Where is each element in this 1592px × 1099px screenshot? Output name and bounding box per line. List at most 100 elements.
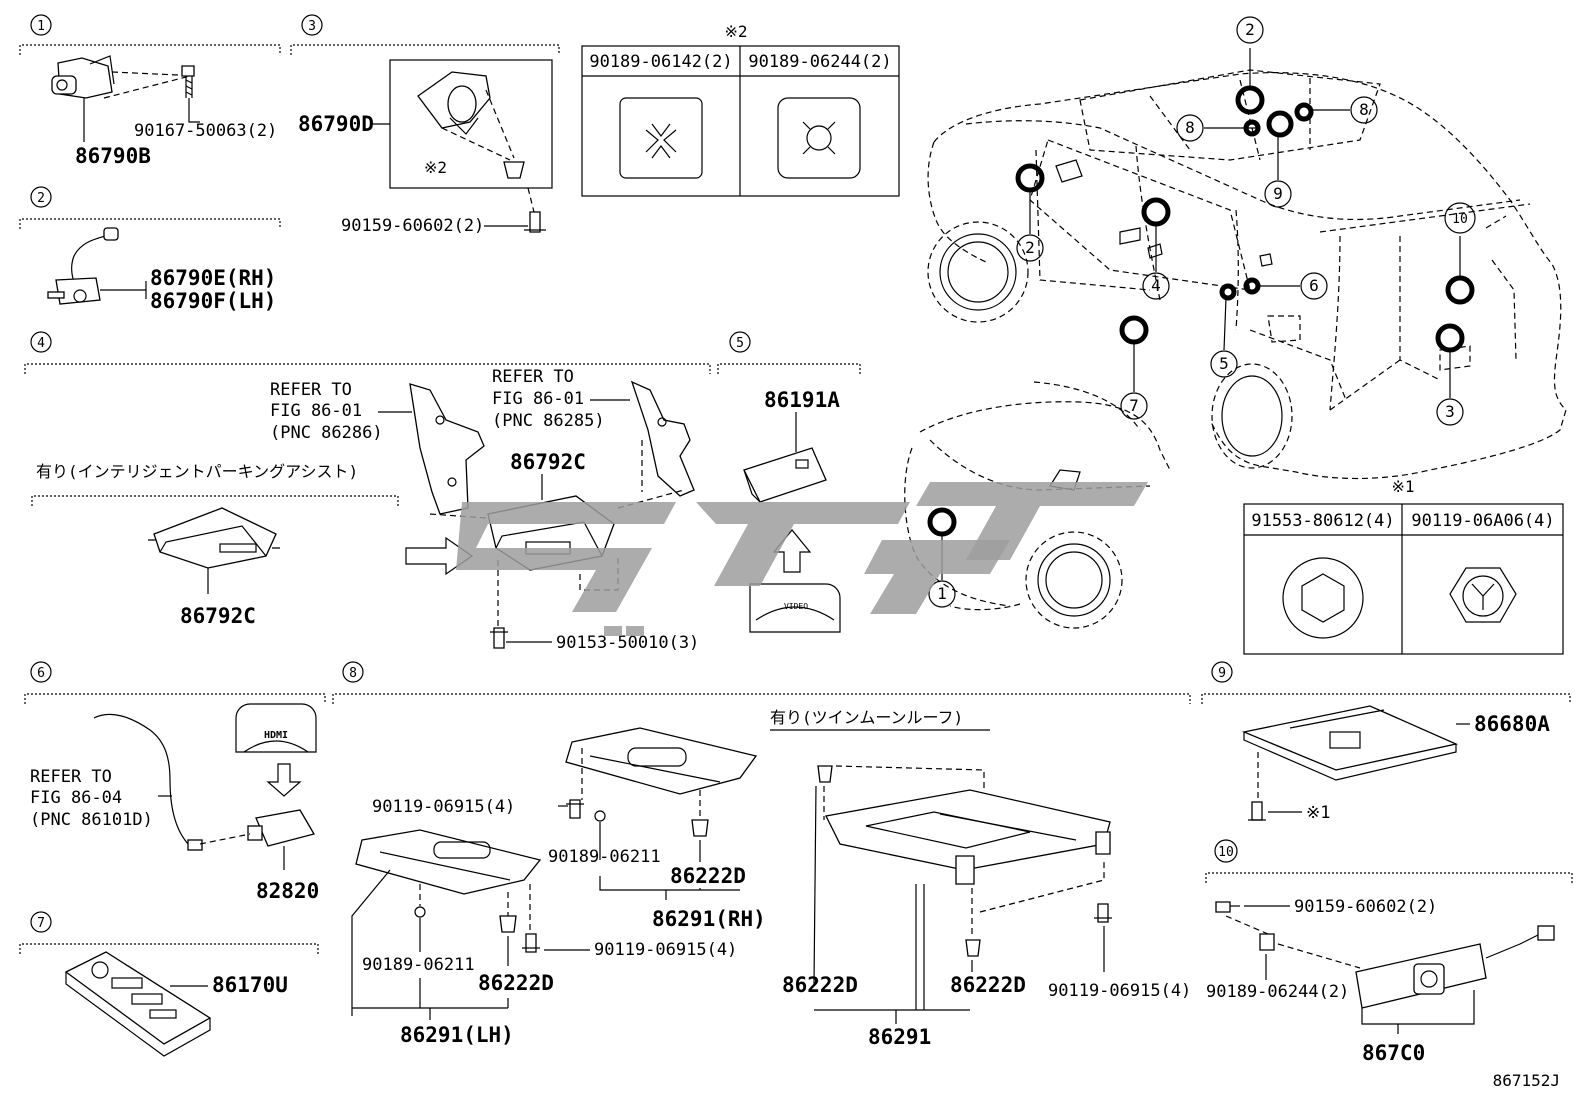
callout-5: 5 bbox=[1210, 350, 1238, 378]
part-86792C-b-label: 86792C bbox=[180, 604, 256, 628]
refer2-line3: (PNC 86285) bbox=[492, 411, 605, 431]
svg-text:8: 8 bbox=[1185, 118, 1195, 137]
bolt-note1-part bbox=[1248, 801, 1266, 821]
clip-90189-b-part bbox=[414, 906, 426, 918]
part-86170U-label: 86170U bbox=[212, 973, 288, 997]
section-9-number: 9 bbox=[1218, 666, 1226, 681]
section-7-number: 7 bbox=[37, 916, 45, 931]
part-86790B-label: 86790B bbox=[75, 144, 151, 168]
section-10-number: 10 bbox=[1218, 845, 1234, 860]
module-86792C-standalone-part bbox=[148, 507, 280, 569]
part-90119-b-label: 90119-06915(4) bbox=[594, 940, 737, 960]
part-86191A-label: 86191A bbox=[764, 388, 840, 412]
callout-1: 1 bbox=[928, 580, 956, 608]
table2-col1-label: 90189-06142(2) bbox=[589, 52, 732, 72]
part-90153-label: 90153-50010(3) bbox=[556, 633, 699, 653]
table2-note: ※2 bbox=[724, 22, 747, 41]
part-86222D-d-label: 86222D bbox=[950, 973, 1026, 997]
part-90189-a-label: 90189-06211 bbox=[548, 847, 661, 867]
section-1: 1 86790B 90167-50063(2) bbox=[19, 14, 281, 168]
part-90119-c-label: 90119-06915(4) bbox=[1048, 981, 1191, 1001]
part-86291LH-label: 86291(LH) bbox=[400, 1023, 514, 1047]
clip-note2-part bbox=[503, 161, 525, 179]
remote-86170U-part bbox=[64, 951, 212, 1057]
section-7: 7 86170U bbox=[19, 911, 319, 1057]
clip-86222D-b-part bbox=[499, 915, 517, 933]
refer1-line1: REFER TO bbox=[270, 380, 352, 400]
fastener-table-note1: ※1 91553-80612(4) 90119-06A06(4) bbox=[1243, 477, 1564, 655]
bracket-86285-part bbox=[630, 380, 695, 497]
part-82820-label: 82820 bbox=[256, 879, 319, 903]
option-moonroof-label: 有り(ツインムーンルーフ) bbox=[770, 708, 963, 727]
part-86790F-label: 86790F(LH) bbox=[150, 289, 276, 313]
part-86222D-a-label: 86222D bbox=[670, 864, 746, 888]
callout-2-top: 2 bbox=[1236, 16, 1264, 44]
svg-text:1: 1 bbox=[937, 584, 947, 603]
locator-ring-8-a bbox=[1294, 102, 1314, 122]
table1-col2-label: 90119-06A06(4) bbox=[1411, 511, 1554, 531]
callout-4: 4 bbox=[1142, 272, 1170, 300]
section-9: 9 86680A ※1 bbox=[1201, 661, 1571, 823]
bolt-90119-c-part bbox=[1094, 903, 1112, 923]
callout-10: 10 bbox=[1444, 202, 1476, 234]
video-port-icon: VIDEO bbox=[749, 583, 841, 633]
part-90159-b-label: 90159-60602(2) bbox=[1294, 897, 1437, 917]
part-86792C-a-label: 86792C bbox=[510, 450, 586, 474]
screw-90159-b-part bbox=[1215, 901, 1240, 913]
refer3-line3: (PNC 86101D) bbox=[30, 810, 153, 830]
part-86222D-c-label: 86222D bbox=[782, 973, 858, 997]
section-3-number: 3 bbox=[308, 19, 316, 34]
panel-86291LH-part bbox=[355, 829, 542, 895]
clip-90189-06244-icon bbox=[777, 97, 861, 179]
svg-text:6: 6 bbox=[1309, 276, 1319, 295]
hdmi-cable-part bbox=[93, 713, 203, 851]
bolt-90167-part bbox=[181, 65, 195, 98]
clip-90189-a-part bbox=[594, 810, 606, 822]
bolt-90119-b-part bbox=[522, 933, 540, 953]
clip-90189-c-part bbox=[1259, 933, 1275, 951]
table2-col2-label: 90189-06244(2) bbox=[748, 52, 891, 72]
part-90167-label: 90167-50063(2) bbox=[134, 121, 277, 141]
svg-text:4: 4 bbox=[1151, 276, 1161, 295]
locator-ring-4 bbox=[1141, 197, 1171, 227]
part-86222D-b-label: 86222D bbox=[478, 971, 554, 995]
bolt-90119-06A06-icon bbox=[1449, 567, 1517, 623]
figure-code: 867152J bbox=[1493, 1071, 1560, 1090]
camera-867C0-part bbox=[1355, 925, 1555, 1009]
refer3-line1: REFER TO bbox=[30, 767, 112, 787]
section-3: 3 ※2 90159-60602(2) 86790D bbox=[290, 14, 560, 236]
hdmi-port-icon: HDMI bbox=[235, 703, 317, 753]
fastener-table-note2: ※2 90189-06142(2) 90189-06244(2) bbox=[581, 22, 900, 197]
clip-86222D-d-part bbox=[965, 939, 981, 957]
svg-text:10: 10 bbox=[1452, 212, 1468, 227]
part-867C0-label: 867C0 bbox=[1362, 1041, 1425, 1065]
callout-3: 3 bbox=[1436, 398, 1464, 426]
callout-9: 9 bbox=[1264, 180, 1292, 208]
section-6-number: 6 bbox=[37, 666, 45, 681]
refer3-line2: FIG 86-04 bbox=[30, 788, 122, 808]
section-2: 2 86790E(RH) 86790F(LH) bbox=[19, 186, 281, 313]
part-86790D-label: 86790D bbox=[298, 112, 374, 136]
option-ipa-label: 有り(インテリジェントパーキングアシスト) bbox=[36, 462, 358, 481]
callout-2-left: 2 bbox=[1016, 234, 1044, 262]
frame-86291-part bbox=[825, 789, 1111, 885]
svg-text:8: 8 bbox=[1359, 100, 1369, 119]
part-86680A-label: 86680A bbox=[1474, 712, 1550, 736]
panel-86291RH-part bbox=[565, 727, 758, 795]
refer1-line3: (PNC 86286) bbox=[270, 423, 383, 443]
clip-90189-06142-icon bbox=[619, 97, 703, 179]
part-86790E-label: 86790E(RH) bbox=[150, 266, 276, 290]
watermark-logo bbox=[456, 482, 1148, 636]
callout-7: 7 bbox=[1120, 392, 1148, 420]
svg-text:3: 3 bbox=[1445, 402, 1455, 421]
locator-ring-6 bbox=[1243, 277, 1261, 295]
panel-86680A-part bbox=[1241, 705, 1459, 781]
camera-86790E-part bbox=[47, 227, 119, 305]
part-90159-a-label: 90159-60602(2) bbox=[341, 216, 484, 236]
part-90119-a-label: 90119-06915(4) bbox=[372, 797, 515, 817]
locator-ring-3 bbox=[1435, 323, 1465, 353]
camera-86790B-part bbox=[51, 55, 115, 99]
svg-text:5: 5 bbox=[1219, 354, 1229, 373]
section-6: 6 REFER TO FIG 86-04 (PNC 86101D) HDMI 8… bbox=[24, 661, 326, 903]
hdmi-connector-82820-part bbox=[247, 809, 315, 847]
